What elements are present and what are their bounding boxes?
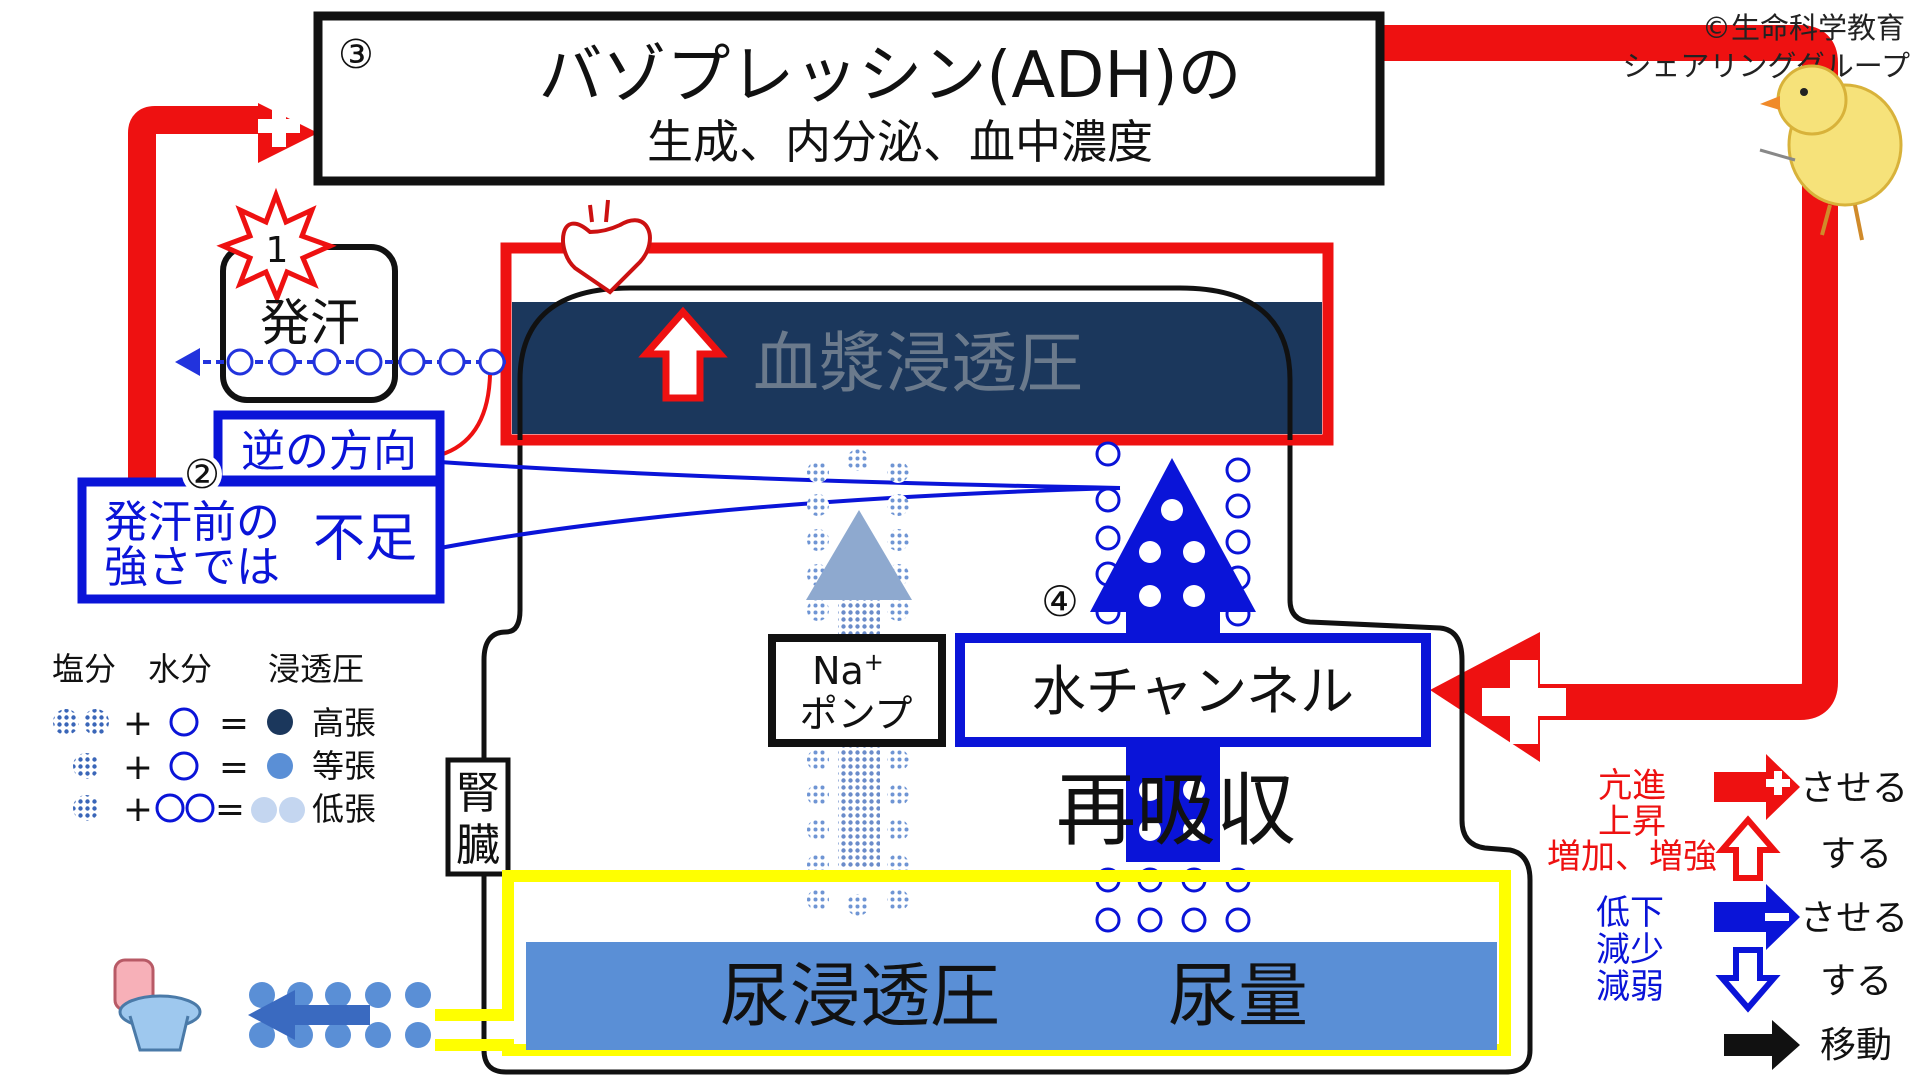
promote-self-label: する (1820, 834, 1892, 875)
promote-word-1: 亢進 (1598, 766, 1666, 806)
legend-plus: + (123, 747, 153, 788)
kidney-label-line1: 腎 (456, 768, 500, 819)
legend-result-hypertonic: 高張 (312, 704, 376, 742)
sweat-label: 発汗 (260, 294, 360, 352)
legend-header-water: 水分 (148, 650, 212, 688)
salt-dots-column (807, 449, 909, 916)
reabsorption-label: 再吸収 (1056, 764, 1296, 857)
water-channel-step-number: ④ (1041, 577, 1079, 626)
urine-osmotic-label: 尿浸透圧 (720, 955, 1000, 1037)
plasma-up-arrow-icon (638, 306, 728, 402)
urine-volume-label: 尿量 (1168, 955, 1308, 1037)
promote-cause-label: させる (1800, 768, 1908, 809)
water-channel-label: 水チャンネル (1032, 660, 1354, 723)
reduce-word-1: 低下 (1596, 893, 1664, 933)
sweat-water-arrow (175, 348, 506, 376)
move-label: 移動 (1820, 1025, 1892, 1066)
arrow-key: 亢進 上昇 増加、増強 させる する 低下 減少 減弱 させる する 移動 (1547, 754, 1908, 1070)
reduce-cause-arrow-icon (1714, 884, 1800, 950)
legend-equals: = (215, 789, 245, 830)
urine-box: 尿浸透圧 尿量 (435, 870, 1511, 1056)
before-sweat-line1: 発汗前の (104, 497, 280, 548)
reduce-word-2: 減少 (1596, 930, 1664, 970)
plasma-label: 血漿浸透圧 (753, 325, 1083, 402)
adh-box: ③ バゾプレッシン(ADH)の 生成、内分泌、血中濃度 (313, 11, 1385, 186)
water-channel-box: 水チャンネル (955, 633, 1431, 747)
copyright-line1: ©生命科学教育 (1702, 11, 1905, 45)
sweat-step-number: 1 (266, 230, 289, 271)
heart-icon (561, 199, 652, 295)
adh-title: バゾプレッシン(ADH)の (538, 39, 1241, 113)
legend-plus: + (123, 789, 153, 830)
reduce-self-label: する (1820, 961, 1892, 1002)
promote-word-3: 増加、増強 (1547, 837, 1717, 877)
legend-plus: + (123, 703, 153, 744)
kidney-label-box: 腎 臓 (445, 757, 511, 877)
adh-feedback-arrow (1128, 25, 1838, 762)
step2-group: 逆の方向 ② 発汗前の 強さでは 不足 (77, 374, 1121, 604)
reduce-word-3: 減弱 (1596, 967, 1664, 1007)
na-pump-line1: Na+ (812, 648, 884, 693)
copyright-line2: シェアリンググループ (1622, 49, 1910, 83)
move-arrow-icon (1724, 1020, 1800, 1070)
chick-icon (1759, 64, 1903, 241)
legend-header-osmotic: 浸透圧 (268, 650, 364, 688)
sweat-burst-icon (216, 187, 337, 305)
adh-subtitle: 生成、内分泌、血中濃度 (647, 115, 1153, 169)
legend-equals: = (219, 703, 249, 744)
reduce-cause-label: させる (1800, 898, 1908, 939)
before-sweat-line2: 強さでは (104, 542, 280, 593)
na-pump-line2: ポンプ (800, 692, 913, 736)
kidney-label-line2: 臓 (456, 820, 500, 871)
na-pump-box: Na+ ポンプ (768, 634, 946, 747)
insufficient-label: 不足 (313, 509, 417, 569)
promote-cause-arrow-icon (1714, 754, 1800, 820)
promote-self-arrow-icon (1715, 815, 1781, 881)
urine-outflow-arrow (248, 982, 431, 1048)
reverse-direction-label: 逆の方向 (241, 426, 417, 477)
osmosis-legend: 塩分 水分 浸透圧 + = 高張 + = 等張 + = 低張 (52, 650, 376, 830)
legend-header-salt: 塩分 (52, 650, 116, 688)
legend-equals: = (219, 747, 249, 788)
plasma-box: 血漿浸透圧 (500, 242, 1334, 446)
toilet-icon (113, 958, 202, 1052)
legend-result-hypotonic: 低張 (312, 790, 376, 828)
promote-word-2: 上昇 (1598, 802, 1666, 842)
reduce-self-arrow-icon (1715, 947, 1781, 1013)
step2-number: ② (184, 452, 220, 498)
sweat-to-adh-arrow (128, 103, 318, 480)
legend-result-isotonic: 等張 (312, 747, 376, 785)
adh-step-number: ③ (338, 32, 374, 78)
